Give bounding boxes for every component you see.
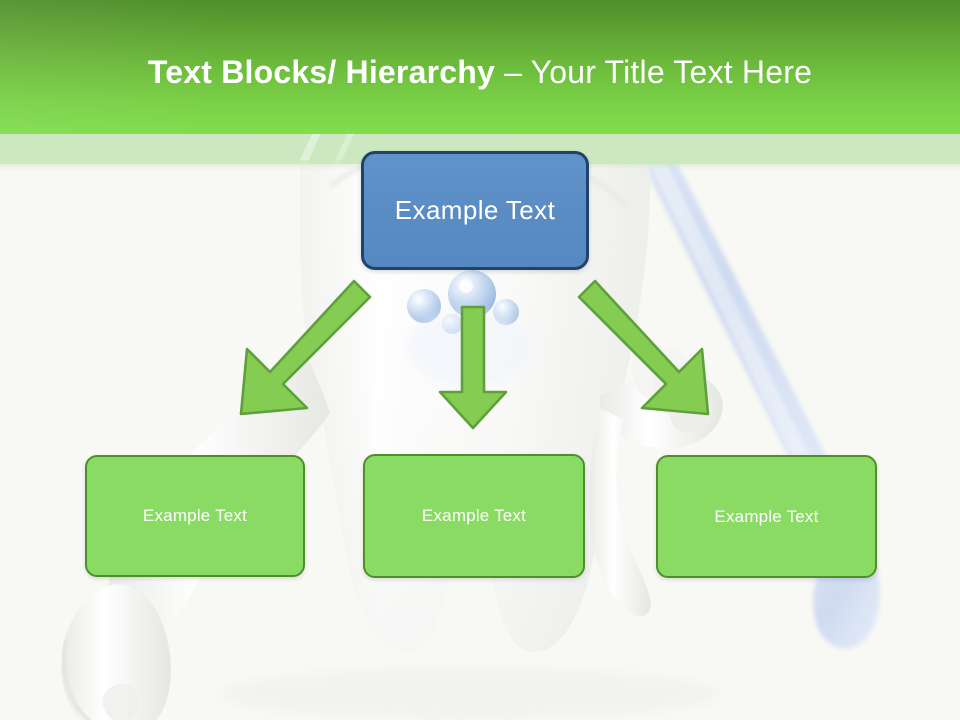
node-child-3-label: Example Text <box>714 506 819 526</box>
page-title: Text Blocks/ Hierarchy – Your Title Text… <box>0 52 960 92</box>
arrow-root-to-child-3 <box>577 279 710 416</box>
node-child-2[interactable]: Example Text <box>363 454 585 578</box>
arrow-root-to-child-1 <box>239 279 372 416</box>
node-child-2-label: Example Text <box>421 506 527 525</box>
page-title-light: Your Title Text Here <box>530 54 813 90</box>
node-child-1-label: Example Text <box>142 506 248 525</box>
title-banner: Text Blocks/ Hierarchy – Your Title Text… <box>0 0 960 134</box>
node-child-3[interactable]: Example Text <box>656 455 877 578</box>
page-title-separator: – <box>494 54 531 90</box>
page-title-bold: Text Blocks/ Hierarchy <box>147 54 495 90</box>
node-child-1[interactable]: Example Text <box>85 455 305 577</box>
arrow-root-to-child-2 <box>438 305 508 430</box>
node-root-label: Example Text <box>394 195 556 225</box>
node-root[interactable]: Example Text <box>361 151 589 270</box>
